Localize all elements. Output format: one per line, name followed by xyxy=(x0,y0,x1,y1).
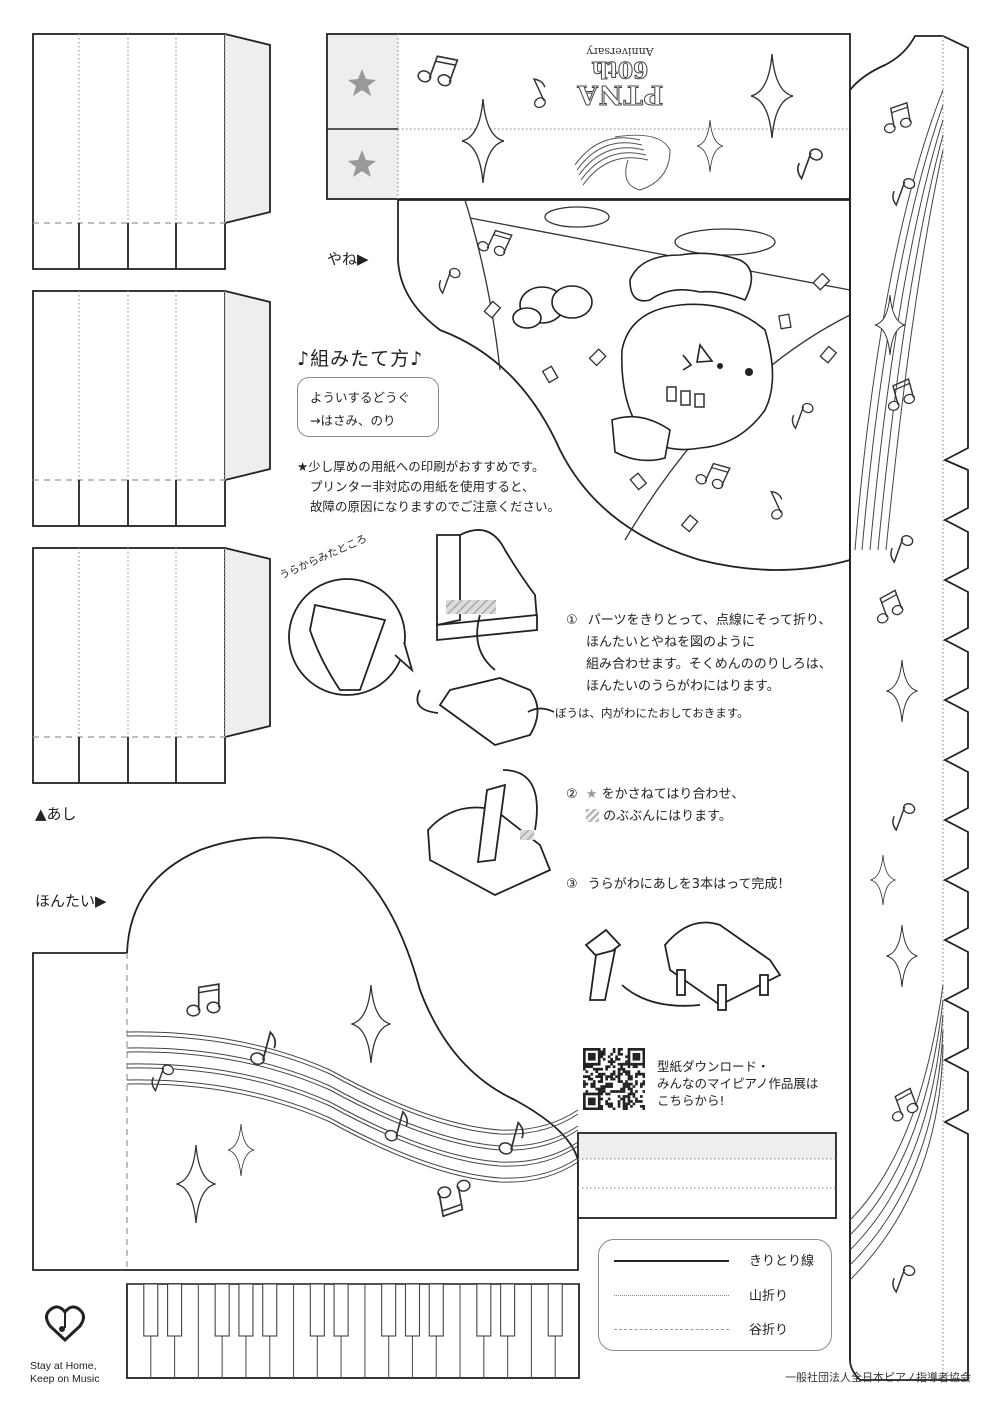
legend-row-cut: きりとり線 xyxy=(599,1250,831,1270)
side-panel-strip xyxy=(849,35,969,1381)
body-pattern xyxy=(32,836,580,1379)
black-key xyxy=(309,1283,325,1337)
step-2: ② ★ をかさねてはり合わせ、 のぶぶんにはります。 xyxy=(566,784,744,828)
leg-pattern-1 xyxy=(32,33,271,270)
logo-line: Stay at Home, xyxy=(30,1360,97,1372)
ptna-logo-graphic xyxy=(574,134,671,191)
step-2-line: のぶぶんにはります。 xyxy=(603,809,732,824)
black-key xyxy=(428,1283,444,1337)
valley-fold-sample xyxy=(614,1329,729,1330)
notice-line: ★少し厚めの用紙への印刷がおすすめです。 xyxy=(297,459,545,474)
tools-line-1: よういするどうぐ xyxy=(310,390,411,405)
download-line: 型紙ダウンロード・ xyxy=(657,1059,770,1074)
step-2-number: ② xyxy=(566,787,578,802)
step-1: ① パーツをきりとって、点線にそって折り、 ほんたいとやねを図のように 組み合わ… xyxy=(566,610,832,698)
step-2-line: をかさねてはり合わせ、 xyxy=(601,787,745,802)
hatch-icon xyxy=(586,809,599,822)
star-icon: ★ xyxy=(585,787,598,802)
black-key xyxy=(238,1283,254,1337)
cut-line-sample xyxy=(614,1260,729,1262)
step-1-line: パーツをきりとって、点線にそって折り、 xyxy=(587,613,832,628)
organization-name: 一般社団法人全日本ピアノ指導者協会 xyxy=(785,1371,972,1384)
step-3-line: うらがわにあしを3本はって完成！ xyxy=(587,877,791,892)
star-icon xyxy=(348,150,376,177)
legend-row-mountain: 山折り xyxy=(599,1285,831,1305)
black-key xyxy=(500,1283,516,1337)
legs-label: ▲あし xyxy=(35,805,77,823)
step-3-number: ③ xyxy=(566,877,578,892)
black-key xyxy=(381,1283,397,1337)
legend-name: きりとり線 xyxy=(749,1254,815,1269)
logo-line: Keep on Music xyxy=(30,1373,100,1385)
black-key xyxy=(333,1283,349,1337)
ptna-anniversary-logo: PTNA 60th Anniversary xyxy=(565,45,675,110)
step-1-line: ほんたいのうらがわにはります。 xyxy=(586,679,780,694)
leg-pattern-2 xyxy=(32,290,271,527)
logo-tagline: Stay at Home, Keep on Music xyxy=(30,1360,99,1386)
legend-name: 谷折り xyxy=(749,1323,789,1338)
black-key xyxy=(214,1283,230,1337)
tools-box: よういするどうぐ →はさみ、のり xyxy=(297,377,439,437)
step-1-line: ほんたいとやねを図のように xyxy=(586,635,756,650)
step-1-number: ① xyxy=(566,613,578,628)
black-key xyxy=(167,1283,183,1337)
body-label: ほんたい▶ xyxy=(35,892,107,910)
heart-music-logo xyxy=(45,1305,85,1343)
legend-row-valley: 谷折り xyxy=(599,1319,831,1339)
black-key xyxy=(476,1283,492,1337)
ptna-brand: PTNA xyxy=(576,79,664,110)
roof-pattern xyxy=(397,199,851,571)
download-line: みんなのマイピアノ作品展は xyxy=(657,1076,819,1091)
star-icon xyxy=(348,69,376,96)
step-1-note: ぼうは、内がわにたおしておきます。 xyxy=(555,706,749,720)
mountain-fold-sample xyxy=(614,1295,729,1296)
black-key xyxy=(547,1283,563,1337)
prop-stick-strip xyxy=(326,33,851,200)
download-text: 型紙ダウンロード・ みんなのマイピアノ作品展は こちらから! xyxy=(657,1058,818,1109)
legend-name: 山折り xyxy=(749,1289,789,1304)
notice-line: 故障の原因になりますのでご注意ください。 xyxy=(310,499,561,514)
tools-line-2: →はさみ、のり xyxy=(310,413,396,428)
download-line: こちらから! xyxy=(657,1093,725,1108)
instructions-title: ♪組みたて方♪ xyxy=(297,348,424,370)
black-key xyxy=(404,1283,421,1337)
step3-illustration xyxy=(584,921,782,1011)
keyboard-illustration xyxy=(126,1283,580,1379)
glue-strip xyxy=(577,1132,837,1219)
step1-illustration xyxy=(288,529,555,746)
roof-label: やね▶ xyxy=(327,250,369,268)
step-3: ③ うらがわにあしを3本はって完成！ xyxy=(566,874,790,896)
paper-notice: ★少し厚めの用紙への印刷がおすすめです。 プリンター非対応の用紙を使用すると、 … xyxy=(297,457,560,517)
character-illustration xyxy=(512,252,774,462)
step2-illustration xyxy=(427,769,552,897)
step-1-line: 組み合わせます。そくめんののりしろは、 xyxy=(586,657,832,672)
black-key xyxy=(262,1283,278,1337)
ptna-edition: 60th xyxy=(591,56,649,83)
notice-line: プリンター非対応の用紙を使用すると、 xyxy=(310,479,535,494)
qr-code[interactable] xyxy=(583,1048,645,1110)
ptna-word: Anniversary xyxy=(586,45,654,58)
leg-pattern-3 xyxy=(32,547,271,784)
line-legend: きりとり線 山折り 谷折り xyxy=(598,1239,832,1351)
black-key xyxy=(143,1283,159,1337)
